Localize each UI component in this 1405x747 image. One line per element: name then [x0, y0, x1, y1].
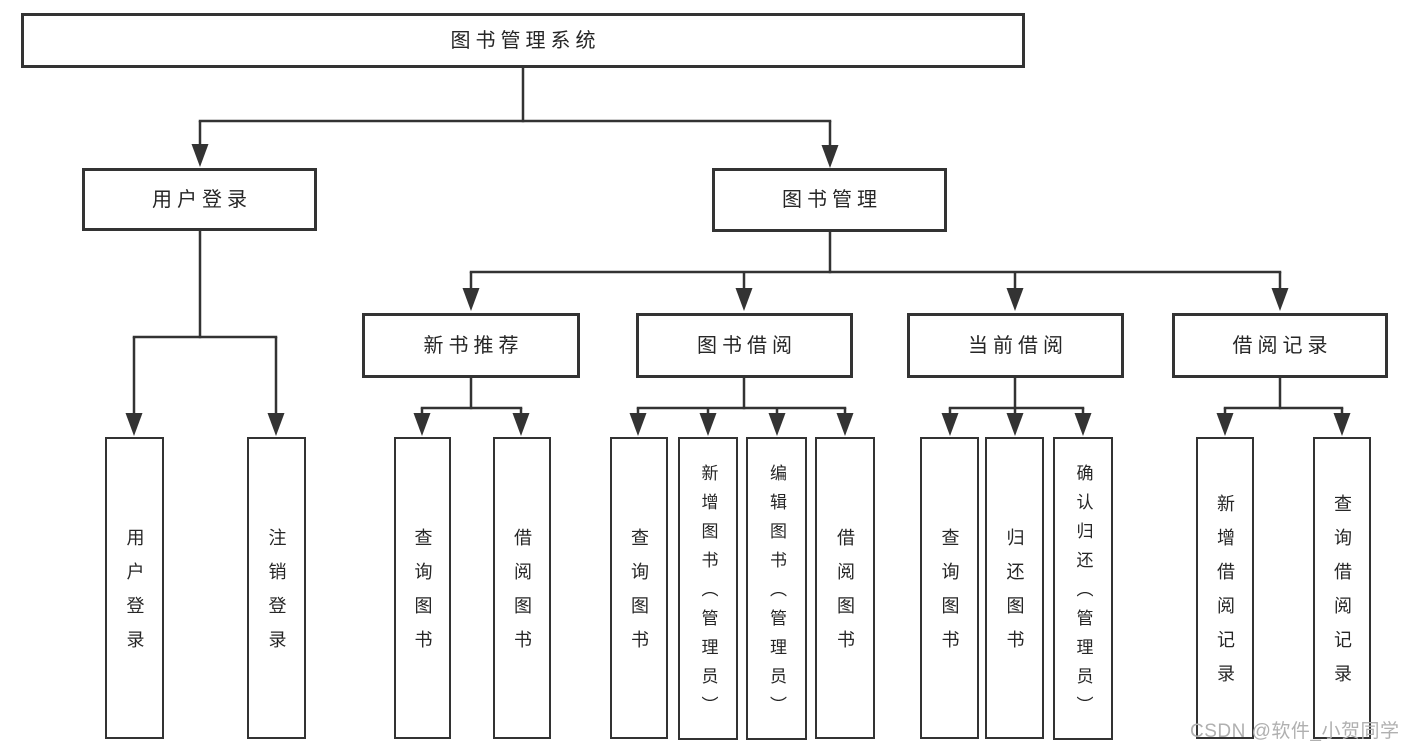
edge-borrow-records-to-leaves [1216, 377, 1351, 436]
node-user-login: 用户登录 [82, 168, 317, 231]
edge-book-borrow-to-leaves [629, 377, 854, 436]
node-library-management-system: 图书管理系统 [21, 13, 1025, 68]
node-label: 用户登录 [152, 188, 252, 211]
csdn-watermark: CSDN @软件_小贺同学 [1190, 721, 1400, 742]
node-label: 图书借阅 [697, 334, 797, 357]
edge-current-borrow-to-leaves [941, 377, 1092, 436]
edge-book-management-to-level3 [462, 231, 1289, 311]
node-label: 新增借阅记录 [1215, 494, 1235, 698]
arrowhead-icon [267, 413, 285, 436]
node-current-borrow: 当前借阅 [907, 313, 1124, 378]
node-label: 借阅图书 [512, 528, 532, 664]
arrowhead-icon [512, 413, 530, 436]
arrowhead-icon [821, 145, 839, 168]
node-borrow-records: 借阅记录 [1172, 313, 1388, 378]
arrowhead-icon [1074, 413, 1092, 436]
node-label: 查询图书 [629, 528, 649, 664]
node-confirm-return-admin: 确认归还（管理员） [1053, 437, 1113, 740]
node-edit-book-admin: 编辑图书（管理员） [746, 437, 807, 740]
node-add-book-admin: 新增图书（管理员） [678, 437, 738, 740]
arrowhead-icon [1006, 288, 1024, 311]
node-label: 用户登录 [124, 528, 145, 664]
node-new-book-recommend: 新书推荐 [362, 313, 580, 378]
arrowhead-icon [699, 413, 717, 436]
node-label: 图书管理系统 [450, 29, 601, 52]
node-label: 注销登录 [266, 528, 287, 664]
arrowhead-icon [1271, 288, 1289, 311]
arrowhead-icon [735, 288, 753, 311]
node-borrow-books-borrow: 借阅图书 [815, 437, 875, 739]
arrowhead-icon [1333, 413, 1351, 436]
arrowhead-icon [768, 413, 786, 436]
node-query-books-recommend: 查询图书 [394, 437, 451, 739]
edge-new-book-recommend-to-leaves [413, 377, 530, 436]
edge-user-login-to-leaves [125, 229, 285, 436]
node-label: 新增图书（管理员） [698, 464, 718, 725]
node-label: 查询图书 [939, 528, 960, 664]
node-borrow-books-recommend: 借阅图书 [493, 437, 551, 739]
arrowhead-icon [462, 288, 480, 311]
arrowhead-icon [191, 144, 209, 167]
node-label: 新书推荐 [423, 334, 524, 357]
node-user-login-leaf: 用户登录 [105, 437, 164, 739]
node-label: 当前借阅 [968, 334, 1068, 357]
node-query-books-borrow: 查询图书 [610, 437, 668, 739]
node-query-borrow-record: 查询借阅记录 [1313, 437, 1371, 739]
node-query-books-current: 查询图书 [920, 437, 979, 739]
node-label: 查询借阅记录 [1332, 494, 1352, 698]
edge-root-to-level2 [191, 66, 839, 168]
arrowhead-icon [941, 413, 959, 436]
arrowhead-icon [1216, 413, 1234, 436]
node-logout: 注销登录 [247, 437, 306, 739]
node-label: 图书管理 [782, 189, 882, 211]
node-add-borrow-record: 新增借阅记录 [1196, 437, 1254, 739]
arrowhead-icon [629, 413, 647, 436]
node-label: 确认归还（管理员） [1073, 464, 1093, 725]
node-return-book: 归还图书 [985, 437, 1044, 739]
node-book-borrow: 图书借阅 [636, 313, 853, 378]
node-label: 编辑图书（管理员） [767, 464, 786, 725]
arrowhead-icon [413, 413, 431, 436]
node-label: 归还图书 [1004, 528, 1025, 664]
arrowhead-icon [836, 413, 854, 436]
node-label: 借阅图书 [835, 528, 855, 664]
node-label: 借阅记录 [1232, 334, 1333, 357]
node-label: 查询图书 [412, 528, 433, 664]
arrowhead-icon [1006, 413, 1024, 436]
node-book-management: 图书管理 [712, 168, 947, 232]
arrowhead-icon [125, 413, 143, 436]
